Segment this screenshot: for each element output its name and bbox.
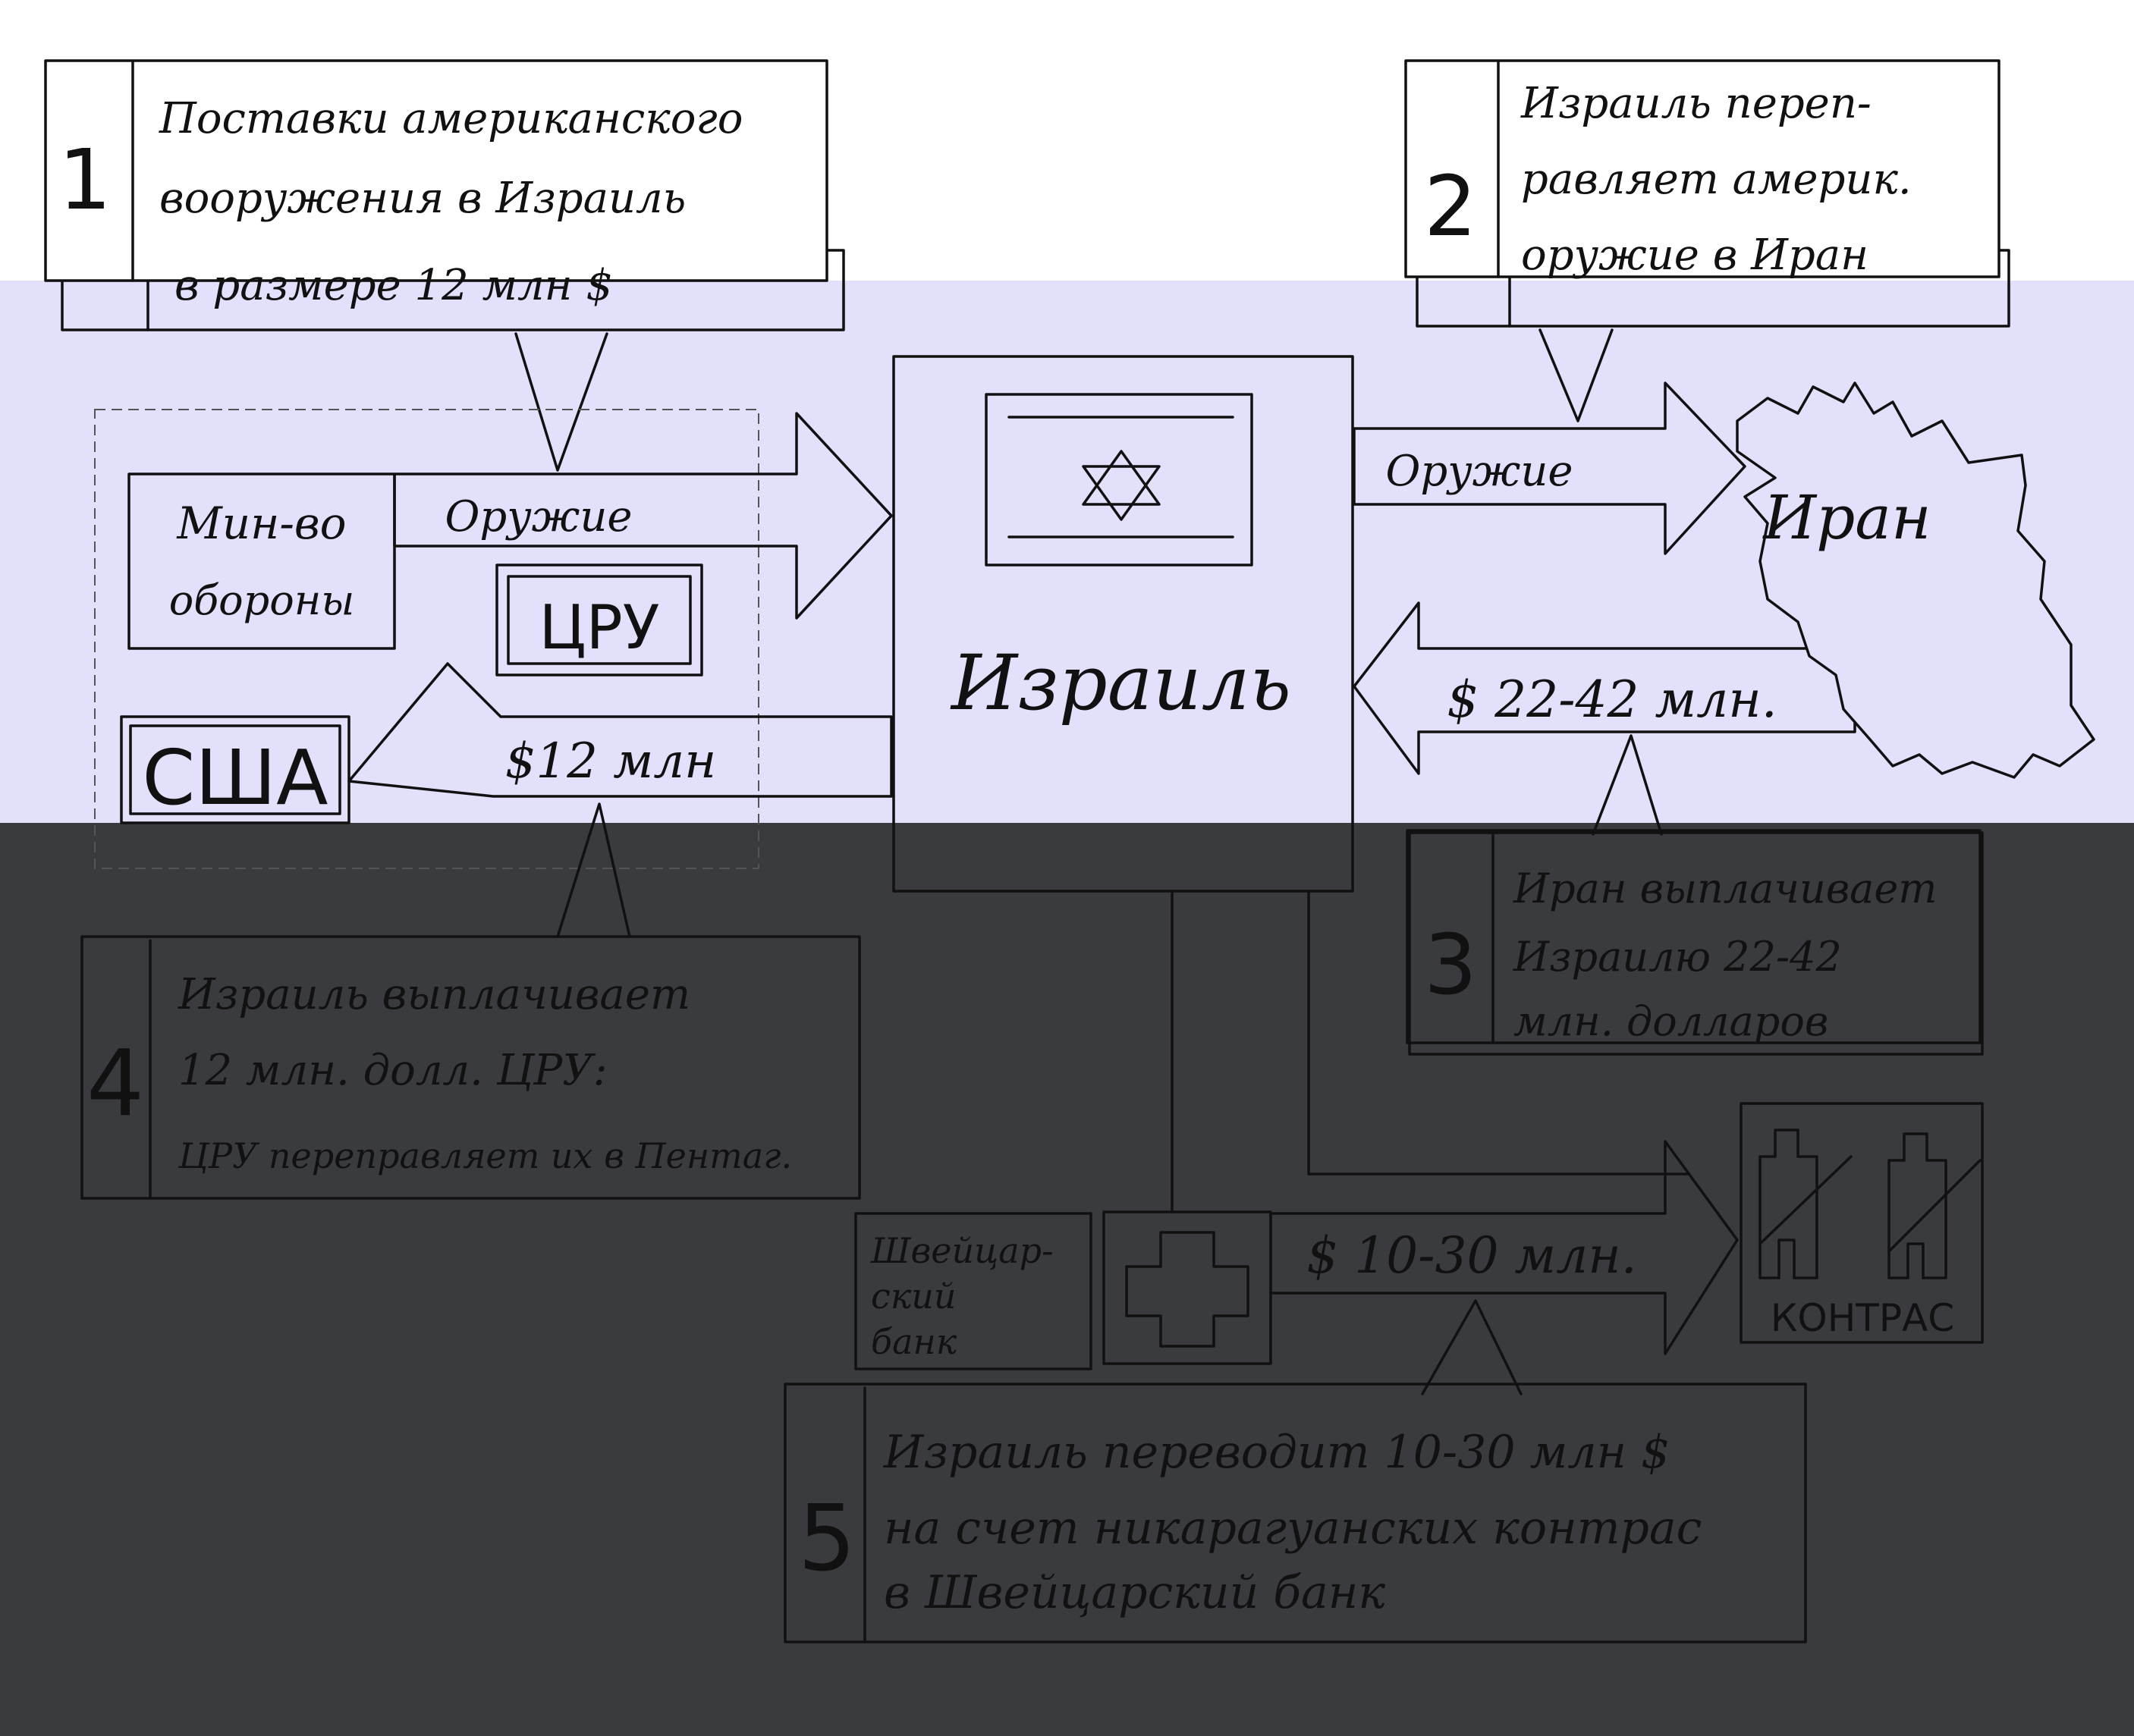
- iran-node: Иран: [1736, 381, 2095, 779]
- flow-usa-to-israel-label: Оружие: [445, 492, 632, 542]
- contras-rifle-left: [1758, 1155, 1853, 1245]
- callout-4: 4 Израиль выплачивает 12 млн. долл. ЦРУ:…: [80, 802, 861, 1200]
- callout-3-line-1: Иран выплачивает: [1513, 865, 1938, 912]
- callout-5-line-2: на счет никарагуанских контрас: [884, 1502, 1702, 1555]
- star-of-david-icon: [1082, 450, 1161, 521]
- background-band-bottom: [0, 823, 2134, 1736]
- callout-4-line-2: 12 млн. долл. ЦРУ:: [178, 1046, 608, 1095]
- callout-4-line-3: ЦРУ переправляет их в Пентаг.: [178, 1135, 792, 1176]
- callout-5: 5 Израиль переводит 10-30 млн $ на счет …: [784, 1299, 1807, 1643]
- callout-5-pointer: [1421, 1299, 1523, 1395]
- contras-rifle-right: [1887, 1159, 1982, 1253]
- arrow-money-to-israel: [1353, 601, 1856, 775]
- ministry-of-defense-node: Мин-во обороны: [127, 472, 396, 650]
- cia-box-inner: [507, 575, 692, 665]
- callout-1-line-2: вооружения в Израиль: [159, 174, 686, 223]
- swiss-bank-label-line-3: банк: [871, 1321, 957, 1362]
- callout-3-shadow-box: [1408, 831, 1984, 1056]
- contras-soldier-icon: [1758, 1129, 1982, 1279]
- iran-label: Иран: [1762, 482, 1931, 553]
- callout-1-line-3: в размере 12 млн $: [174, 261, 613, 310]
- usa-node: США: [120, 715, 350, 824]
- swiss-bank-label-box: [854, 1212, 1092, 1370]
- flow-israel-to-usa-label: $12 млн: [505, 733, 716, 790]
- usa-frame: [94, 409, 759, 869]
- flow-israel-to-contras-label: $ 10-30 млн.: [1306, 1226, 1636, 1285]
- flow-usa-to-israel: Оружие: [393, 412, 893, 620]
- contras-box: [1740, 1102, 1984, 1344]
- usa-box-outer: [120, 715, 350, 824]
- callout-3-line-2: Израилю 22-42: [1513, 933, 1842, 981]
- callout-1-pointer: [514, 332, 608, 472]
- arrow-money-to-usa: [347, 662, 893, 798]
- flow-israel-to-iran-label: Оружие: [1385, 447, 1573, 496]
- arrow-money-to-contras: [1269, 1140, 1739, 1355]
- callout-1: 1 Поставки американского вооружения в Из…: [44, 59, 845, 472]
- contras-label: КОНТРАС: [1771, 1296, 1954, 1340]
- callout-2-pointer: [1538, 328, 1614, 422]
- arrow-weapons-to-iran: [1353, 381, 1746, 555]
- callout-2-line-1: Израиль переп-: [1520, 79, 1872, 128]
- flow-israel-to-iran: Оружие: [1353, 381, 1746, 555]
- callout-5-number: 5: [798, 1486, 856, 1592]
- cia-box-outer: [495, 563, 703, 677]
- contras-node: КОНТРАС: [1740, 1102, 1984, 1344]
- star-triangle-down: [1082, 465, 1161, 521]
- callout-1-line-1: Поставки американского: [159, 94, 743, 143]
- callout-4-pointer: [556, 802, 631, 938]
- callout-5-line-1: Израиль переводит 10-30 млн $: [883, 1426, 1670, 1479]
- contras-figure-left: [1758, 1129, 1818, 1279]
- cia-label: ЦРУ: [539, 592, 659, 663]
- flow-israel-to-usa: $12 млн: [347, 662, 893, 798]
- israel-flag: [985, 393, 1253, 567]
- cia-node: ЦРУ: [495, 563, 703, 677]
- flow-iran-to-israel-label: $ 22-42 млн.: [1447, 670, 1777, 729]
- callout-2-box: [1404, 59, 2000, 278]
- usa-box-inner: [129, 724, 341, 815]
- callout-4-line-1: Израиль выплачивает: [178, 970, 690, 1019]
- swiss-bank-label-line-1: Швейцар-: [870, 1230, 1054, 1271]
- callout-3-box: [1406, 829, 1982, 1044]
- star-triangle-up: [1082, 450, 1161, 506]
- flow-israel-to-contras: $ 10-30 млн.: [1269, 1140, 1739, 1355]
- arrow-weapons-to-israel: [393, 412, 893, 620]
- israel-box: [892, 355, 1354, 893]
- callout-4-box: [80, 935, 861, 1200]
- callout-2: 2 Израиль переп- равляет америк. оружие …: [1404, 59, 2010, 422]
- flow-iran-to-israel: $ 22-42 млн.: [1353, 601, 1856, 775]
- callout-3-number: 3: [1424, 916, 1477, 1013]
- ministry-box: [127, 472, 396, 650]
- iran-shape: [1736, 381, 2095, 779]
- callout-4-number: 4: [86, 1031, 144, 1137]
- swiss-cross-icon: [1125, 1231, 1249, 1348]
- callout-3: 3 Иран выплачивает Израилю 22-42 млн. до…: [1406, 734, 1984, 1056]
- israel-node: Израиль: [892, 355, 1354, 893]
- ministry-label-line-1: Мин-во: [176, 498, 346, 549]
- callout-2-line-3: оружие в Иран: [1521, 231, 1868, 280]
- callout-2-line-2: равляет америк.: [1521, 155, 1912, 204]
- swiss-bank-label-line-2: ский: [871, 1276, 956, 1317]
- contras-figure-right: [1887, 1132, 1947, 1279]
- callout-1-box: [44, 59, 828, 282]
- swiss-bank-node: Швейцар- ский банк: [854, 1210, 1272, 1370]
- callout-1-number: 1: [58, 131, 112, 228]
- ministry-label-line-2: обороны: [169, 576, 355, 624]
- callout-2-number: 2: [1424, 158, 1477, 255]
- callout-3-line-3: млн. долларов: [1513, 997, 1828, 1045]
- swiss-bank-cross-box: [1102, 1210, 1272, 1365]
- callout-5-line-3: в Швейцарский банк: [884, 1566, 1385, 1619]
- usa-label: США: [142, 733, 328, 822]
- callout-3-pointer: [1592, 734, 1663, 836]
- callout-5-box: [784, 1383, 1807, 1643]
- israel-label: Израиль: [950, 639, 1291, 727]
- israel-to-contras-line: [1307, 890, 1689, 1176]
